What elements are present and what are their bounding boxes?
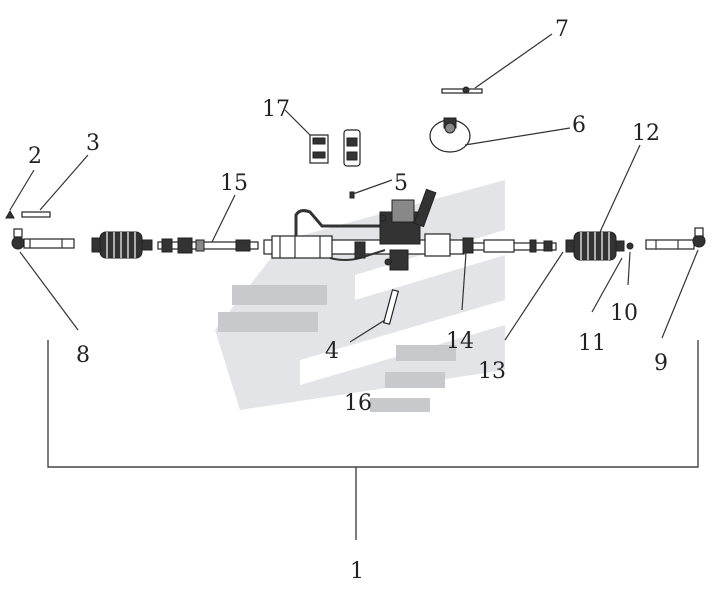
left-tie-rod-end — [11, 228, 75, 250]
callout-6: 6 — [572, 113, 586, 138]
small-parts-2-3 — [5, 209, 51, 219]
callout-7: 7 — [555, 17, 569, 42]
left-dust-boot — [91, 231, 153, 259]
leader-lines — [9, 33, 699, 343]
watermark-bar — [370, 398, 430, 412]
watermark-bar — [385, 372, 445, 388]
callout-4: 4 — [325, 339, 339, 364]
assembly-bracket — [47, 340, 699, 540]
callout-9: 9 — [654, 351, 668, 376]
steering-gear-housing — [263, 188, 465, 271]
callout-17: 17 — [262, 97, 290, 122]
callout-12: 12 — [632, 121, 660, 146]
part-6-reservoir — [429, 117, 471, 153]
callout-14: 14 — [446, 329, 474, 354]
callout-10: 10 — [610, 301, 638, 326]
watermark-bar — [396, 345, 456, 361]
callout-1: 1 — [350, 559, 364, 584]
callout-3: 3 — [86, 131, 100, 156]
callout-labels: 1 2 3 4 5 6 7 8 9 10 11 12 13 14 15 16 1… — [28, 17, 668, 584]
callout-2: 2 — [28, 144, 42, 169]
right-inner-tie-rod — [462, 237, 557, 254]
callout-8: 8 — [76, 343, 90, 368]
left-inner-tie-rod — [157, 237, 259, 254]
right-tie-rod-end — [645, 227, 706, 250]
callout-13: 13 — [478, 359, 506, 384]
watermark-bar — [218, 312, 318, 332]
right-dust-boot — [565, 231, 634, 261]
part-17-components — [309, 129, 361, 167]
watermark-bar — [232, 285, 327, 305]
watermark-logo — [215, 180, 505, 412]
callout-11: 11 — [578, 331, 606, 356]
callout-5: 5 — [394, 171, 408, 196]
callout-15: 15 — [220, 171, 248, 196]
callout-16: 16 — [344, 391, 372, 416]
part-4-pin — [382, 289, 400, 325]
part-7-bracket — [441, 86, 483, 94]
